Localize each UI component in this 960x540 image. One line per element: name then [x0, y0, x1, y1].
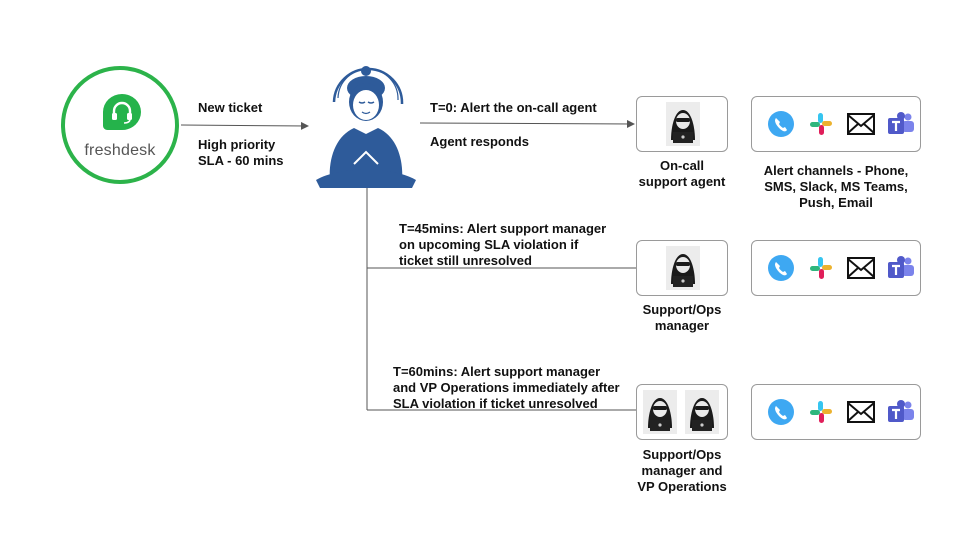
oncall-caption-line1: On-call — [659, 158, 705, 173]
phone-icon — [766, 109, 796, 139]
email-icon — [846, 109, 876, 139]
hacker-avatar-icon — [666, 102, 700, 146]
phone-icon — [766, 397, 796, 427]
channels-caption-line1: Alert channels - Phone, — [763, 163, 909, 178]
t45-line3: ticket still unresolved — [399, 253, 532, 268]
agent-responds-label: Agent responds — [430, 134, 529, 149]
headset-icon — [103, 94, 141, 130]
vp-caption-line2: manager and — [641, 463, 723, 478]
vp-caption-line1: Support/Ops — [642, 447, 722, 462]
phone-icon — [766, 253, 796, 283]
ms-teams-icon — [886, 253, 916, 283]
hacker-avatar-icon — [643, 390, 677, 434]
oncall-caption-line2: support agent — [638, 174, 726, 189]
manager-caption-line1: Support/Ops — [642, 302, 722, 317]
sla-label: SLA - 60 mins — [198, 153, 284, 168]
new-ticket-label: New ticket — [198, 100, 263, 115]
oncall-arrow — [419, 119, 635, 128]
t45-line1: T=45mins: Alert support manager — [399, 221, 607, 236]
freshdesk-logo: freshdesk — [61, 66, 179, 184]
email-icon — [846, 253, 876, 283]
slack-icon — [806, 109, 836, 139]
slack-icon — [806, 397, 836, 427]
t0-alert-label: T=0: Alert the on-call agent — [430, 100, 597, 115]
t60-line3: SLA violation if ticket unresolved — [393, 396, 598, 411]
email-icon — [846, 397, 876, 427]
alert-channels-box — [751, 384, 921, 440]
channels-caption-line2: SMS, Slack, MS Teams, — [764, 179, 908, 194]
t60-line2: and VP Operations immediately after — [393, 380, 620, 395]
priority-label: High priority — [198, 137, 276, 152]
alert-channels-box — [751, 96, 921, 152]
ms-teams-icon — [886, 109, 916, 139]
hacker-avatar-icon — [666, 246, 700, 290]
alert-channels-box — [751, 240, 921, 296]
freshdesk-wordmark: freshdesk — [84, 142, 156, 159]
vp-caption-line3: VP Operations — [637, 479, 727, 494]
channels-caption-line3: Push, Email — [799, 195, 873, 210]
hacker-avatar-icon — [685, 390, 719, 434]
oncall-agent-box — [636, 96, 728, 152]
ms-teams-icon — [886, 397, 916, 427]
t60-line1: T=60mins: Alert support manager — [393, 364, 601, 379]
manager-and-vp-box — [636, 384, 728, 440]
t45-line2: on upcoming SLA violation if — [399, 237, 579, 252]
slack-icon — [806, 253, 836, 283]
manager-caption-line2: manager — [654, 318, 710, 333]
support-manager-box — [636, 240, 728, 296]
meditating-buddha-icon — [316, 66, 416, 188]
ticket-arrow — [180, 121, 309, 130]
